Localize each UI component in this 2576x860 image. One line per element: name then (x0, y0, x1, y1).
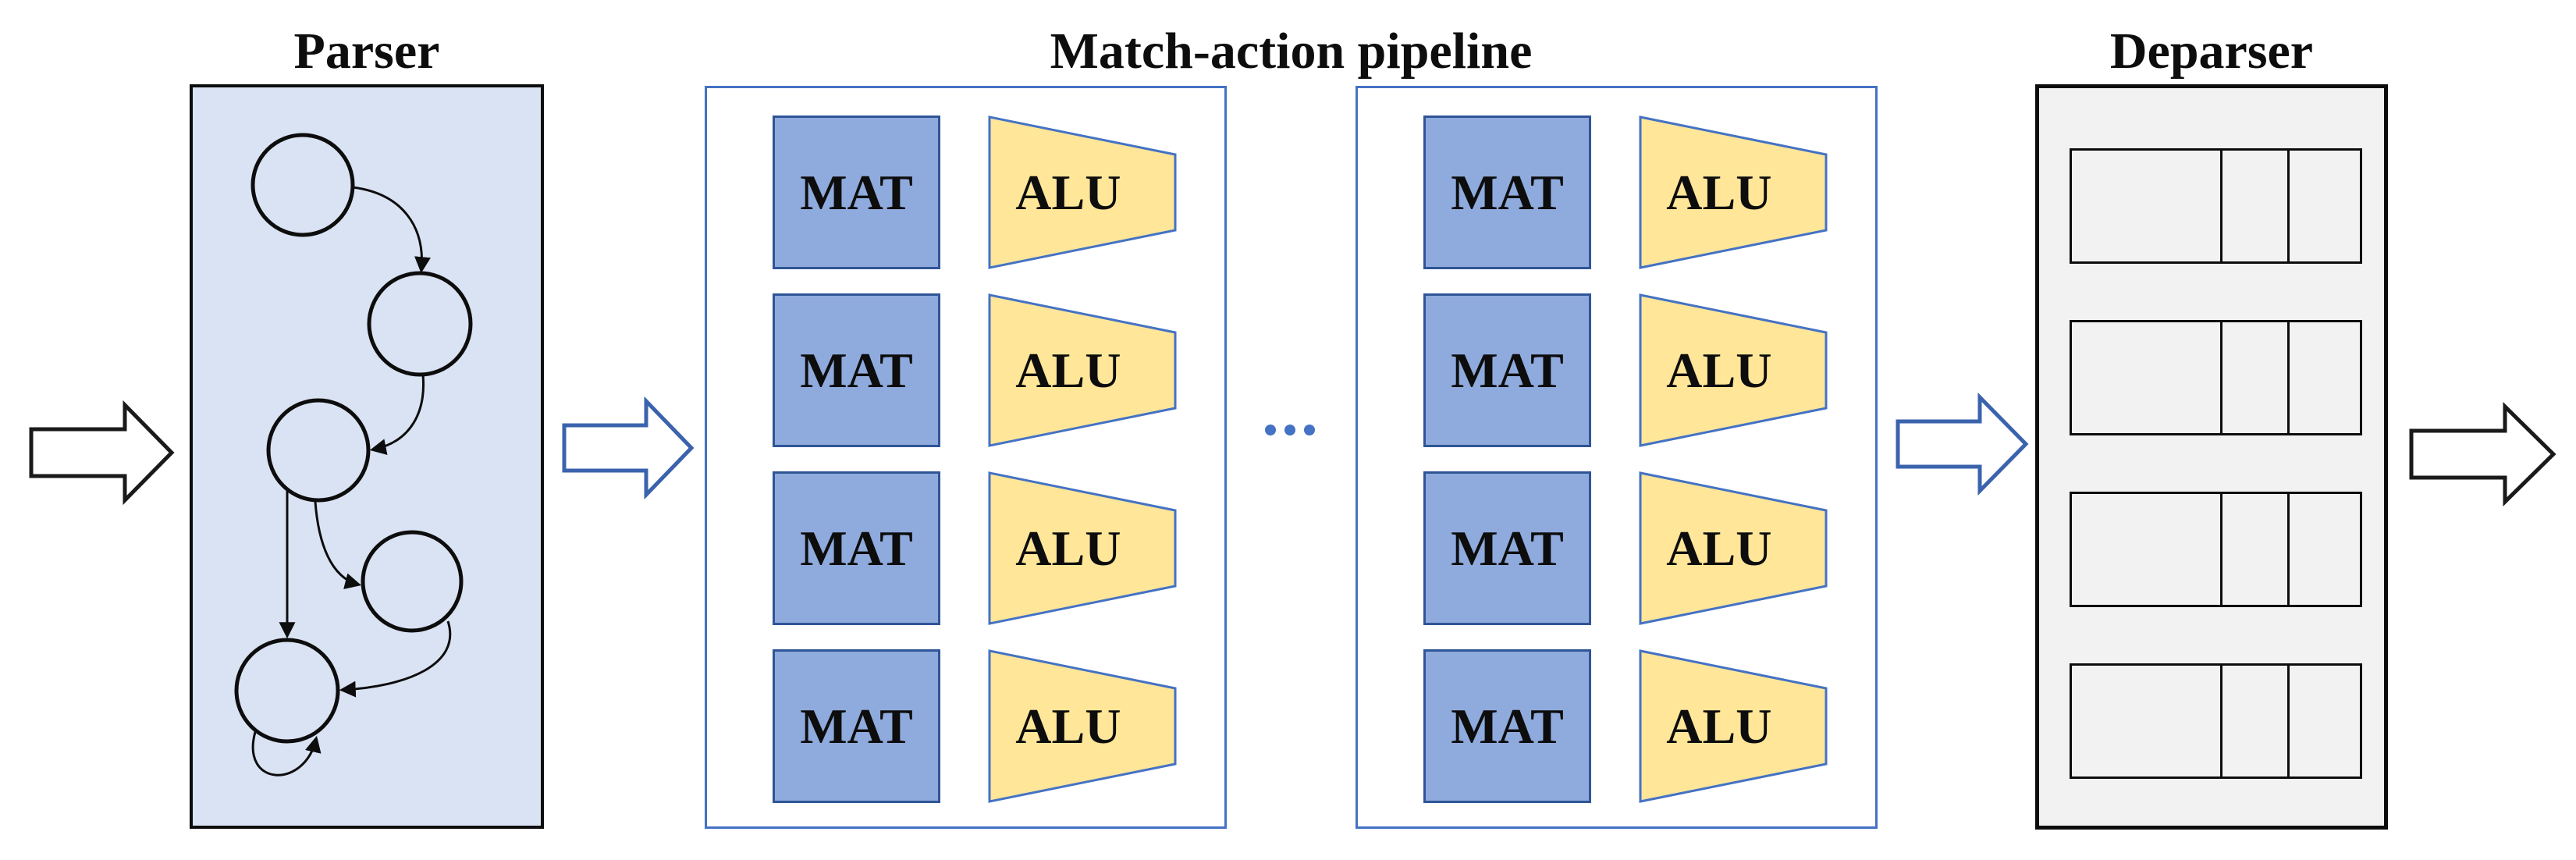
alu-trapezoid (988, 293, 1177, 447)
input-arrow (29, 400, 175, 506)
deparser-row (2070, 492, 2362, 607)
alu-label: ALU (1015, 520, 1121, 576)
mat-block: MAT (773, 115, 940, 269)
deparser-row (2070, 320, 2362, 435)
pipeline-ellipsis-dots (1265, 425, 1315, 435)
mat-block: MAT (1423, 115, 1591, 269)
alu-block: ALU (988, 471, 1177, 625)
deparser-field-wide (2072, 666, 2220, 776)
mat-block: MAT (773, 293, 940, 447)
alu-label: ALU (1666, 520, 1772, 576)
deparser-title: Deparser (2109, 23, 2314, 80)
deparser-field-wide (2072, 494, 2220, 605)
deparser-field-mid (2219, 322, 2288, 433)
alu-trapezoid (988, 471, 1177, 625)
alu-block: ALU (988, 649, 1177, 803)
alu-label: ALU (1666, 164, 1772, 220)
deparser-row (2070, 663, 2362, 779)
alu-shape (988, 293, 1177, 447)
pipeline-stage-2: MAT ALU MAT ALU MAT ALU MAT ALU (1356, 86, 1878, 829)
mat-block: MAT (773, 471, 940, 625)
alu-shape (1639, 649, 1828, 803)
deparser-field-mid (2219, 666, 2288, 776)
mat-block: MAT (773, 649, 940, 803)
alu-shape (1639, 115, 1828, 269)
alu-label: ALU (1666, 698, 1772, 754)
ellipsis-dot (1265, 425, 1276, 435)
deparser-field-wide (2072, 322, 2220, 433)
ellipsis-dot (1284, 425, 1295, 435)
alu-block: ALU (1639, 649, 1828, 803)
deparser-field-end (2287, 151, 2360, 261)
alu-trapezoid (1639, 115, 1828, 269)
alu-label: ALU (1015, 164, 1121, 220)
deparser-field-mid (2219, 494, 2288, 605)
alu-shape (1639, 471, 1828, 625)
alu-block: ALU (1639, 293, 1828, 447)
pipeline-stage-1: MAT ALU MAT ALU MAT ALU MAT ALU (705, 86, 1227, 829)
deparser-field-mid (2219, 151, 2288, 261)
deparser-field-end (2287, 666, 2360, 776)
parser-box (190, 84, 544, 829)
deparser-box (2035, 84, 2388, 830)
alu-trapezoid (1639, 649, 1828, 803)
parser-title: Parser (293, 23, 440, 80)
pipeline-to-deparser-arrow (1896, 392, 2029, 496)
ellipsis-dot (1304, 425, 1315, 435)
alu-shape (988, 649, 1177, 803)
alu-trapezoid (988, 115, 1177, 269)
alu-trapezoid (1639, 293, 1828, 447)
alu-block: ALU (988, 115, 1177, 269)
alu-block: ALU (988, 293, 1177, 447)
alu-shape (988, 471, 1177, 625)
deparser-row (2070, 148, 2362, 264)
alu-block: ALU (1639, 471, 1828, 625)
deparser-field-end (2287, 494, 2360, 605)
pipeline-title: Match-action pipeline (1050, 23, 1533, 80)
deparser-field-end (2287, 322, 2360, 433)
deparser-field-wide (2072, 151, 2220, 261)
output-arrow (2409, 402, 2556, 506)
mat-block: MAT (1423, 649, 1591, 803)
mat-block: MAT (1423, 471, 1591, 625)
parser-to-pipeline-arrow (562, 396, 695, 500)
alu-label: ALU (1015, 342, 1121, 398)
alu-label: ALU (1015, 698, 1121, 754)
mat-block: MAT (1423, 293, 1591, 447)
alu-trapezoid (988, 649, 1177, 803)
alu-block: ALU (1639, 115, 1828, 269)
alu-label: ALU (1666, 342, 1772, 398)
alu-shape (988, 115, 1177, 269)
alu-shape (1639, 293, 1828, 447)
alu-trapezoid (1639, 471, 1828, 625)
